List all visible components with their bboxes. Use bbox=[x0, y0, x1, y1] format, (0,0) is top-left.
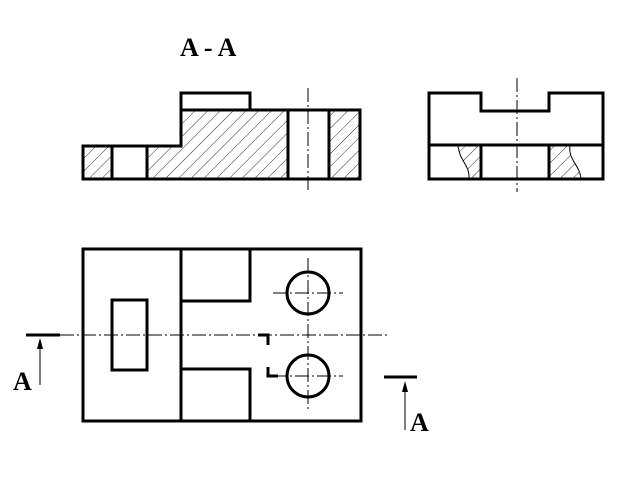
arrow-up-icon bbox=[402, 381, 408, 392]
hatch-right bbox=[329, 110, 360, 179]
hatch-left bbox=[83, 146, 112, 179]
section-title: A - A bbox=[180, 33, 237, 62]
breakout-hatch-left bbox=[458, 146, 481, 179]
top-view bbox=[60, 247, 390, 423]
section-view bbox=[81, 88, 362, 191]
side-view bbox=[427, 78, 605, 192]
plane-step-bottom bbox=[266, 367, 278, 378]
section-outline bbox=[81, 91, 362, 181]
cutting-label-left: A bbox=[13, 367, 32, 396]
plane-step-top bbox=[258, 333, 270, 345]
cutting-plane-right: A bbox=[384, 375, 429, 437]
breakout-hatch-right bbox=[549, 146, 581, 179]
cutting-plane-left: A bbox=[13, 333, 60, 396]
arrow-up-icon bbox=[37, 338, 43, 349]
side-outline bbox=[427, 91, 605, 181]
cutting-label-right: A bbox=[410, 408, 429, 437]
